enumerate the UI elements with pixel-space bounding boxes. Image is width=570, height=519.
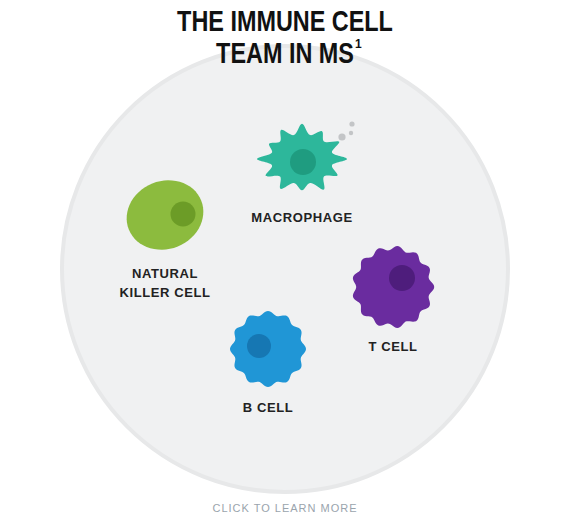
cell-label: NATURAL KILLER CELL [115, 264, 215, 302]
title-block: THE IMMUNE CELL TEAM IN MS [168, 5, 402, 69]
cell-nucleus [247, 334, 271, 358]
cell-shape [252, 109, 352, 209]
b-cell: B CELL [198, 299, 338, 417]
t-cell: T CELL [323, 237, 463, 356]
cell-body [353, 246, 434, 328]
secretion-dot [338, 133, 345, 140]
cell-nucleus [171, 202, 196, 227]
secretion-dot [349, 131, 353, 135]
natural-killer-cell: NATURAL KILLER CELL [95, 165, 235, 302]
diagram-title: THE IMMUNE CELL TEAM IN MS [177, 4, 393, 69]
cell-shape [343, 237, 443, 337]
cell-label: MACROPHAGE [232, 208, 372, 227]
call-to-action: CLICK TO LEARN MORE [0, 501, 570, 515]
cell-shape [218, 299, 318, 399]
backdrop-circle [62, 46, 508, 492]
macrophage-cell: MACROPHAGE [232, 109, 372, 227]
footnote-number: 1 [355, 38, 362, 50]
cell-label: T CELL [323, 337, 463, 356]
cell-nucleus [290, 149, 316, 175]
cell-body [127, 180, 204, 249]
cell-body [230, 311, 306, 387]
cell-nucleus [389, 265, 415, 291]
secretion-dot [349, 121, 354, 126]
cell-shape [115, 165, 215, 265]
cell-body [257, 124, 347, 190]
cell-label: B CELL [198, 398, 338, 417]
